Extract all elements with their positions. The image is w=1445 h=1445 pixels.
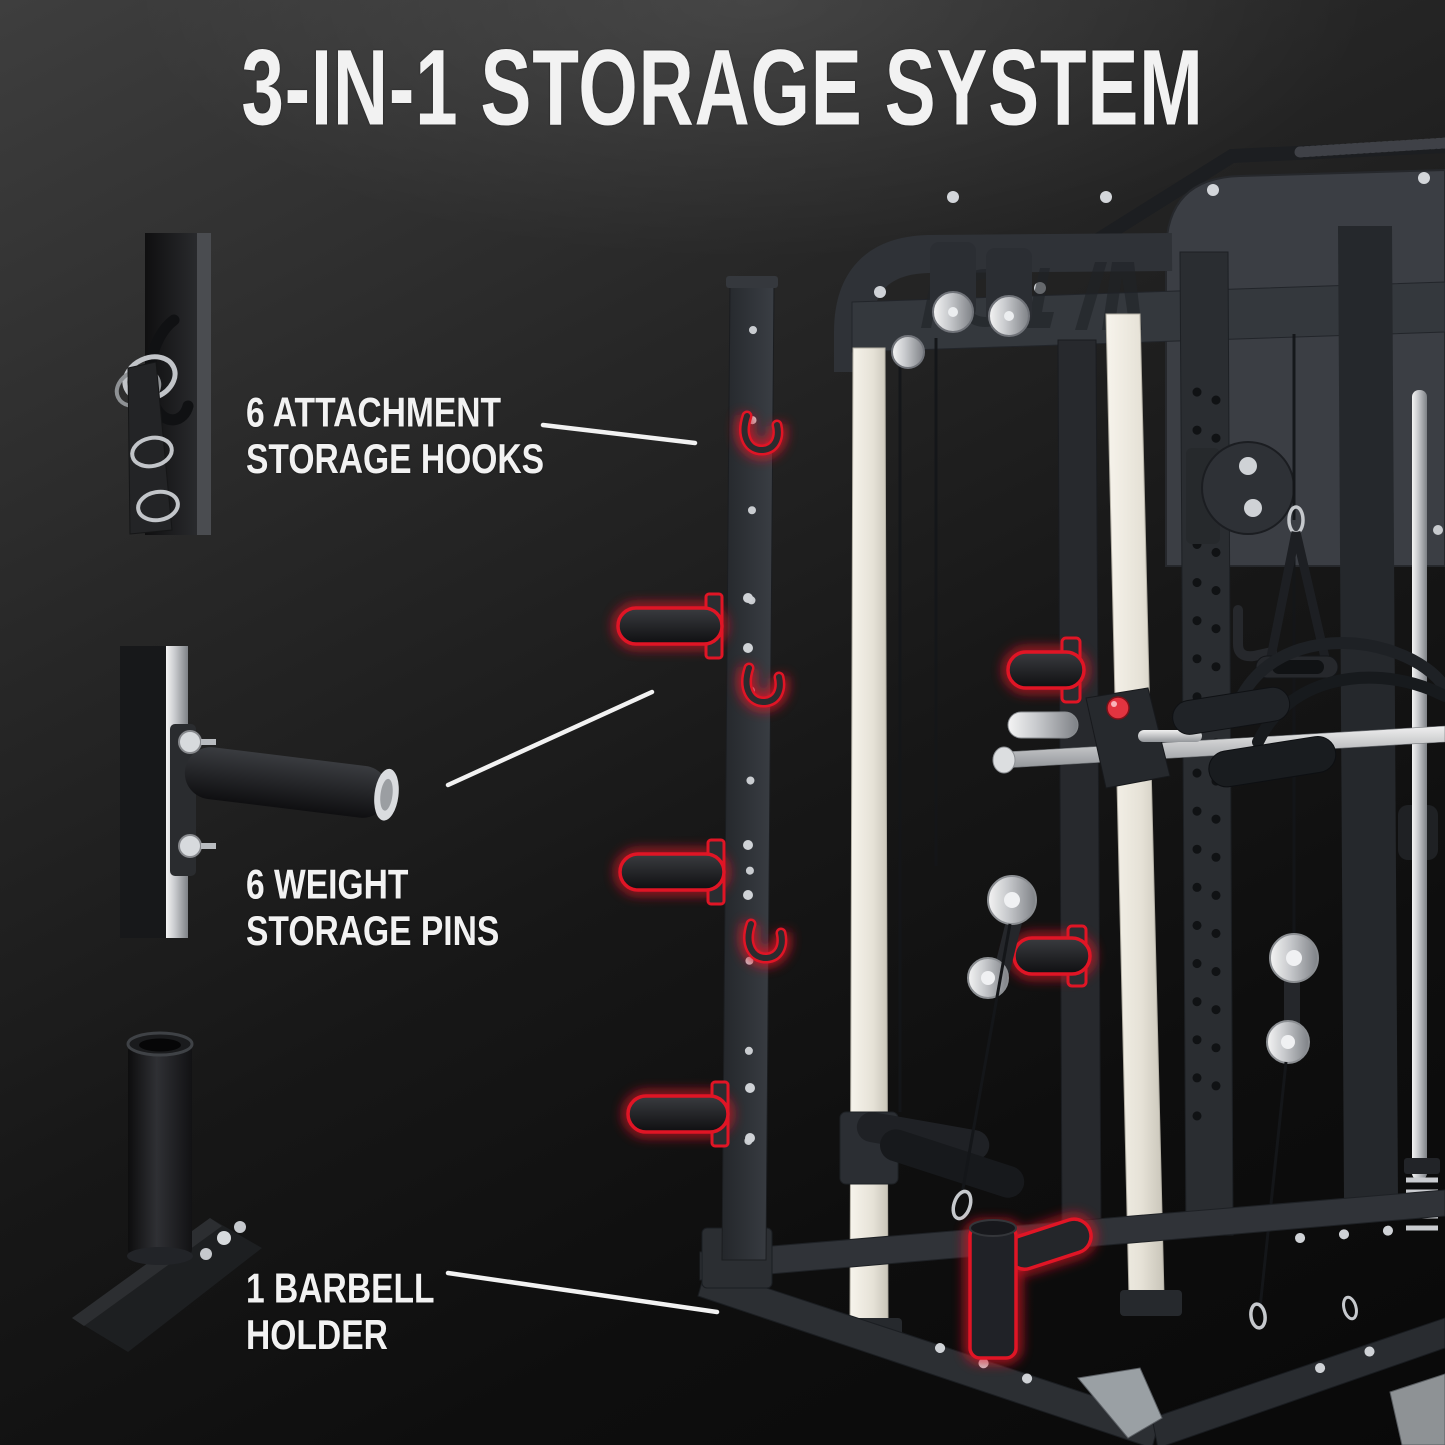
d-ring-icon xyxy=(136,489,180,523)
storage-pin-icon xyxy=(616,606,724,646)
smith-catch xyxy=(1085,687,1171,789)
front-storage-post xyxy=(613,276,790,1261)
callout-line-hooks xyxy=(540,422,698,446)
feature-label-line: 6 WEIGHT xyxy=(246,862,409,908)
red-ball-knob-icon xyxy=(1106,696,1130,720)
feature-label-line: 6 ATTACHMENT xyxy=(246,390,502,436)
stabilizer-foot xyxy=(1389,1373,1445,1445)
feature-label-barbell-holder: 1 BARBELL HOLDER xyxy=(246,1266,435,1359)
mid-right-pulleys xyxy=(1258,933,1319,1309)
carabiner-icon xyxy=(1249,1302,1267,1330)
j-hook-catch xyxy=(1233,605,1277,662)
smith-guide-rod xyxy=(1412,390,1427,1180)
feature-label-line: STORAGE HOOKS xyxy=(246,436,545,483)
feature-label-storage-hooks: 6 ATTACHMENT STORAGE HOOKS xyxy=(246,390,544,483)
guide-rails xyxy=(838,313,1182,1344)
detail-barbell-holder xyxy=(72,1031,262,1352)
feature-label-line: 1 BARBELL xyxy=(246,1266,435,1312)
top-pulleys xyxy=(891,242,1032,369)
low-pulleys xyxy=(960,875,1037,1195)
feature-label-storage-pins: 6 WEIGHT STORAGE PINS xyxy=(246,862,499,955)
callout-line-barbell xyxy=(445,1270,720,1315)
stabilizer-foot xyxy=(1077,1367,1163,1439)
storage-pin-icon xyxy=(184,747,389,818)
foam-handle xyxy=(880,1129,1025,1198)
rear-storage-pins-highlight xyxy=(1003,636,1095,988)
barbell-holder-icon xyxy=(128,1042,192,1258)
smith-bar xyxy=(992,687,1445,789)
rear-left-upright xyxy=(1057,339,1102,1231)
barbell-holder-highlight xyxy=(965,1214,1096,1363)
pulley-swivel xyxy=(1201,441,1295,535)
gym-machine xyxy=(613,137,1445,1445)
detail-weight-pin xyxy=(120,646,399,938)
callout-line-pins xyxy=(445,689,655,788)
d-ring-icon xyxy=(130,435,174,469)
storage-pin-icon xyxy=(626,1094,730,1134)
feature-label-line: STORAGE PINS xyxy=(246,908,500,955)
front-foam-grips xyxy=(1172,686,1337,788)
storage-pin-icon xyxy=(1006,650,1086,690)
page-title-wrap: 3-IN-1 STORAGE SYSTEM xyxy=(0,26,1445,148)
base-plate xyxy=(72,1218,262,1352)
detail-attachment-hook xyxy=(114,233,211,535)
carabiner-icon xyxy=(1342,1295,1358,1321)
callout-lines xyxy=(445,422,720,1315)
page-title: 3-IN-1 STORAGE SYSTEM xyxy=(241,27,1204,148)
barbell-holder-icon xyxy=(968,1224,1018,1360)
storage-pin-icon xyxy=(1012,936,1092,976)
feature-label-line: HOLDER xyxy=(246,1312,388,1359)
carabiner-icon xyxy=(951,1189,973,1221)
storage-pin-icon xyxy=(618,852,726,892)
